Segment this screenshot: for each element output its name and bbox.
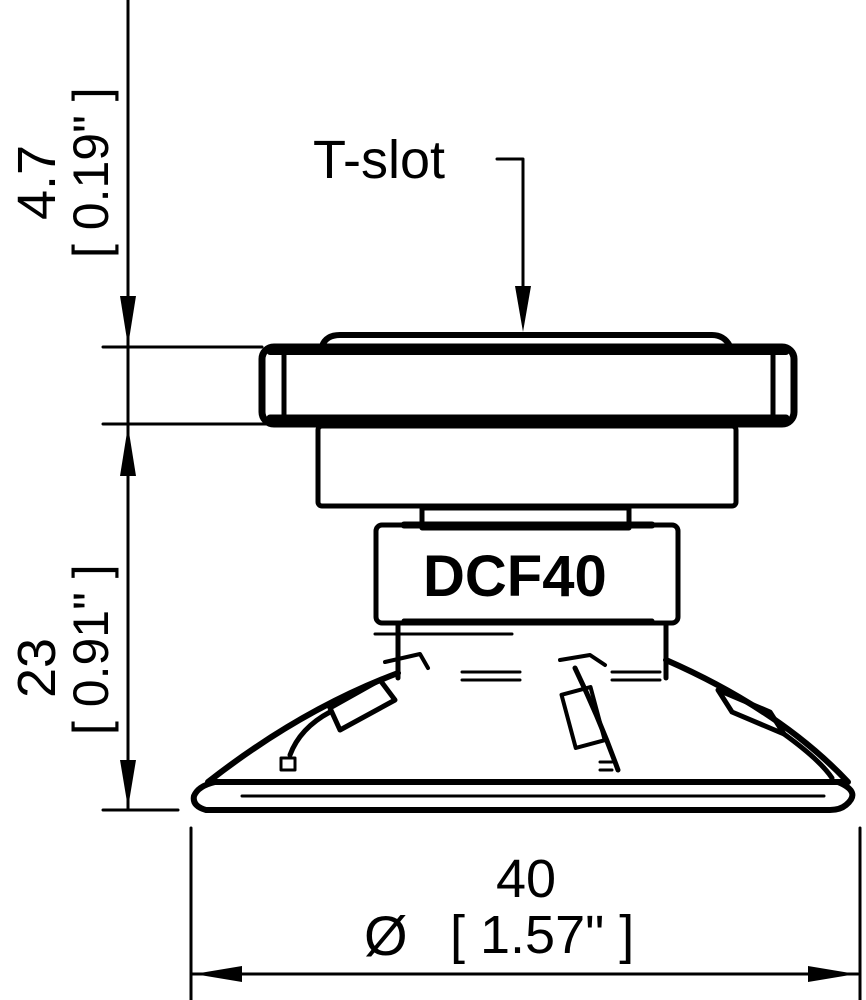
arrow-tslot [515,286,531,332]
arrow-left [194,966,242,982]
dim-height-inch: [ 0.91" ] [63,564,119,735]
part-label: DCF40 [423,544,607,609]
dim-diameter-inch: [ 1.57" ] [450,905,635,965]
diameter-symbol: Ø [364,904,408,967]
dim-tslot-inch: [ 0.19" ] [63,87,119,258]
arrow-down-top [120,296,136,346]
arrow-down-bottom [120,760,136,808]
cap-flange [258,343,798,428]
dim-tslot-mm: 4.7 [7,144,67,220]
t-slot-callout-label: T-slot [313,130,446,190]
cup-rim [190,779,856,813]
collar-body [315,423,739,509]
dim-height-mm: 23 [7,637,67,698]
t-slot-leader [495,157,525,322]
arrow-up-mid [120,426,136,476]
cap-top-lip [319,332,733,349]
dim-diameter-mm: 40 [496,849,557,909]
arrow-right [808,966,856,982]
